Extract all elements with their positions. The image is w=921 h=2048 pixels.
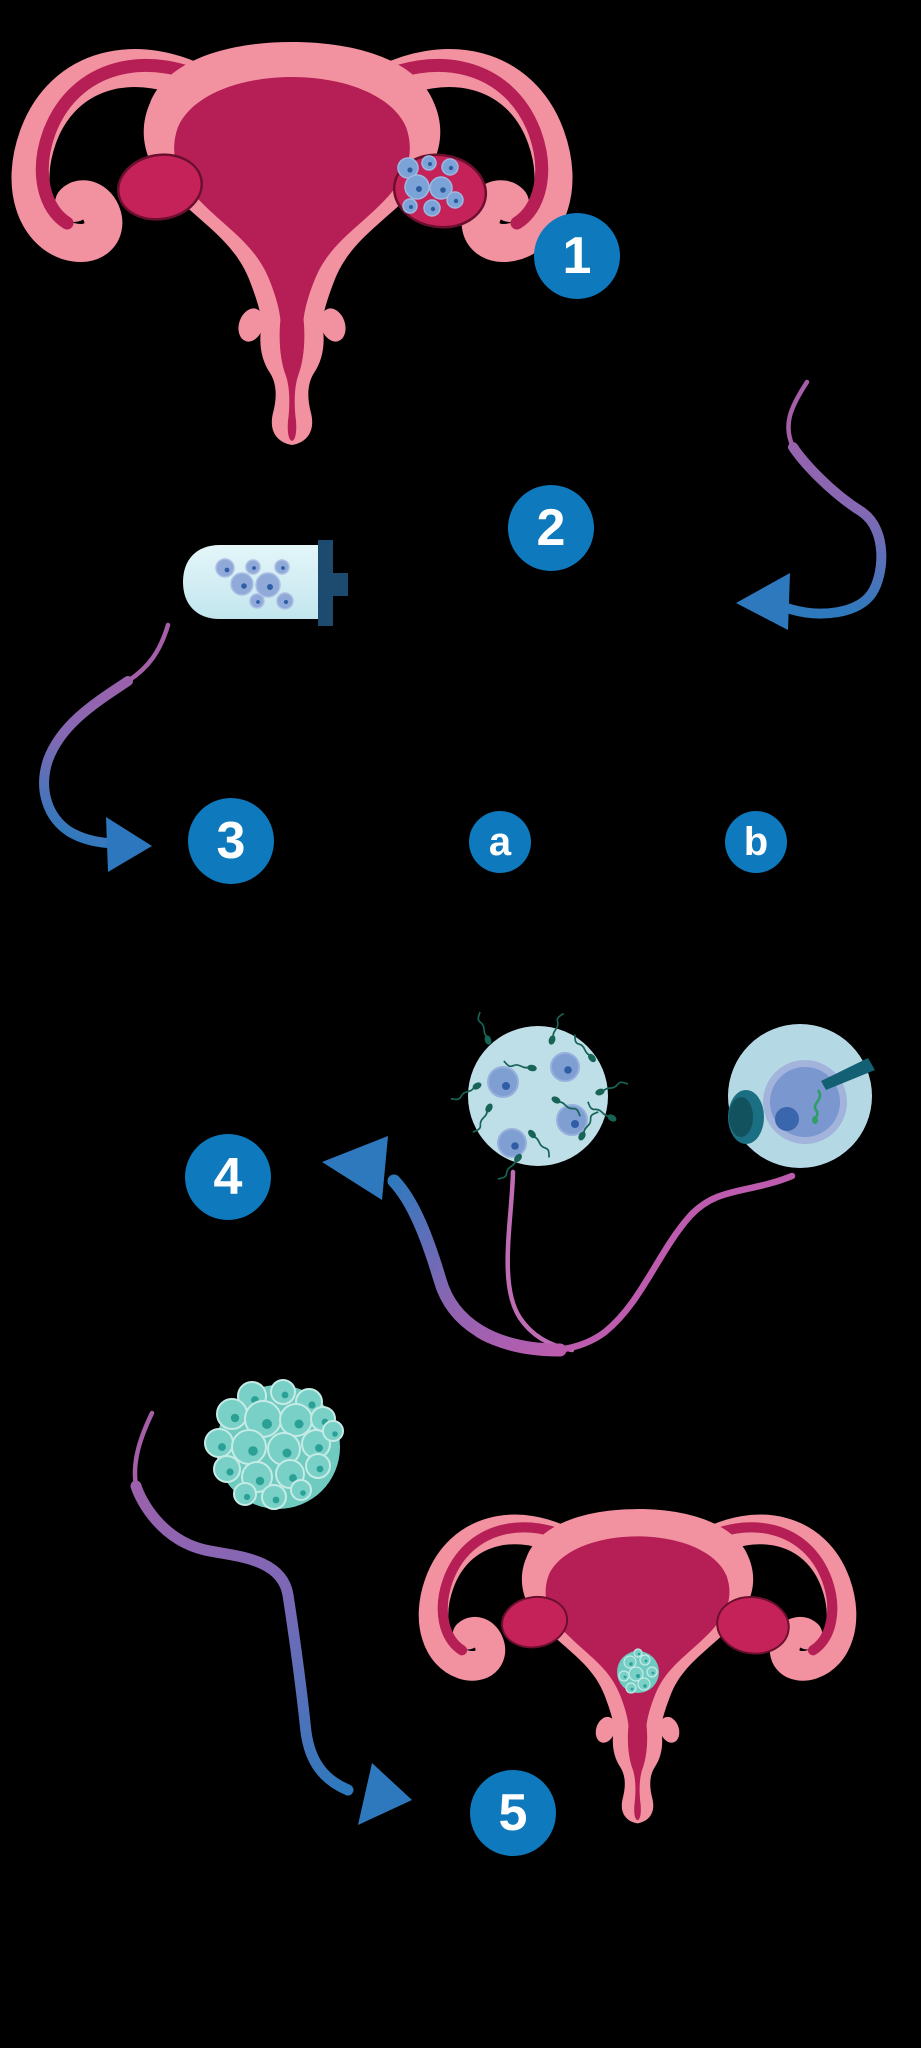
arrow-step4-icon <box>322 1136 796 1357</box>
vial-cap <box>318 540 333 626</box>
egg-nucleus <box>775 1107 799 1131</box>
arrow-step5-icon <box>130 1410 412 1825</box>
arrowhead <box>358 1763 412 1825</box>
arrow-step2-icon <box>736 379 887 630</box>
step-marker-3: 3 <box>188 798 274 884</box>
step-marker-1: 1 <box>534 213 620 299</box>
arrowhead <box>106 817 152 872</box>
strand-from-dish <box>505 1169 575 1353</box>
arrowhead <box>736 573 790 630</box>
icsi-injection-illustration <box>728 1024 875 1168</box>
blastocyst-cells <box>204 1379 344 1510</box>
ovary-follicles <box>397 155 464 217</box>
arrow-step3-icon <box>39 622 171 872</box>
option-marker-a: a <box>469 811 531 873</box>
dish <box>468 1026 608 1166</box>
injection-needle <box>821 1058 875 1090</box>
step-marker-2: 2 <box>508 485 594 571</box>
vial-cap-nub <box>333 573 348 596</box>
uterus-with-stimulated-ovary-illustration <box>30 42 553 445</box>
blastocyst-illustration <box>204 1379 344 1510</box>
option-marker-b: b <box>725 811 787 873</box>
transferred-embryo <box>617 1648 659 1694</box>
step-marker-5: 5 <box>470 1770 556 1856</box>
vial-eggs <box>215 558 294 610</box>
arrowhead <box>322 1136 388 1200</box>
uterus-embryo-transfer-illustration <box>434 1509 842 1823</box>
egg-collection-vial-illustration <box>183 540 348 626</box>
insemination-dish-illustration <box>449 1010 630 1184</box>
step-marker-4: 4 <box>185 1134 271 1220</box>
dish-eggs <box>487 1052 588 1158</box>
